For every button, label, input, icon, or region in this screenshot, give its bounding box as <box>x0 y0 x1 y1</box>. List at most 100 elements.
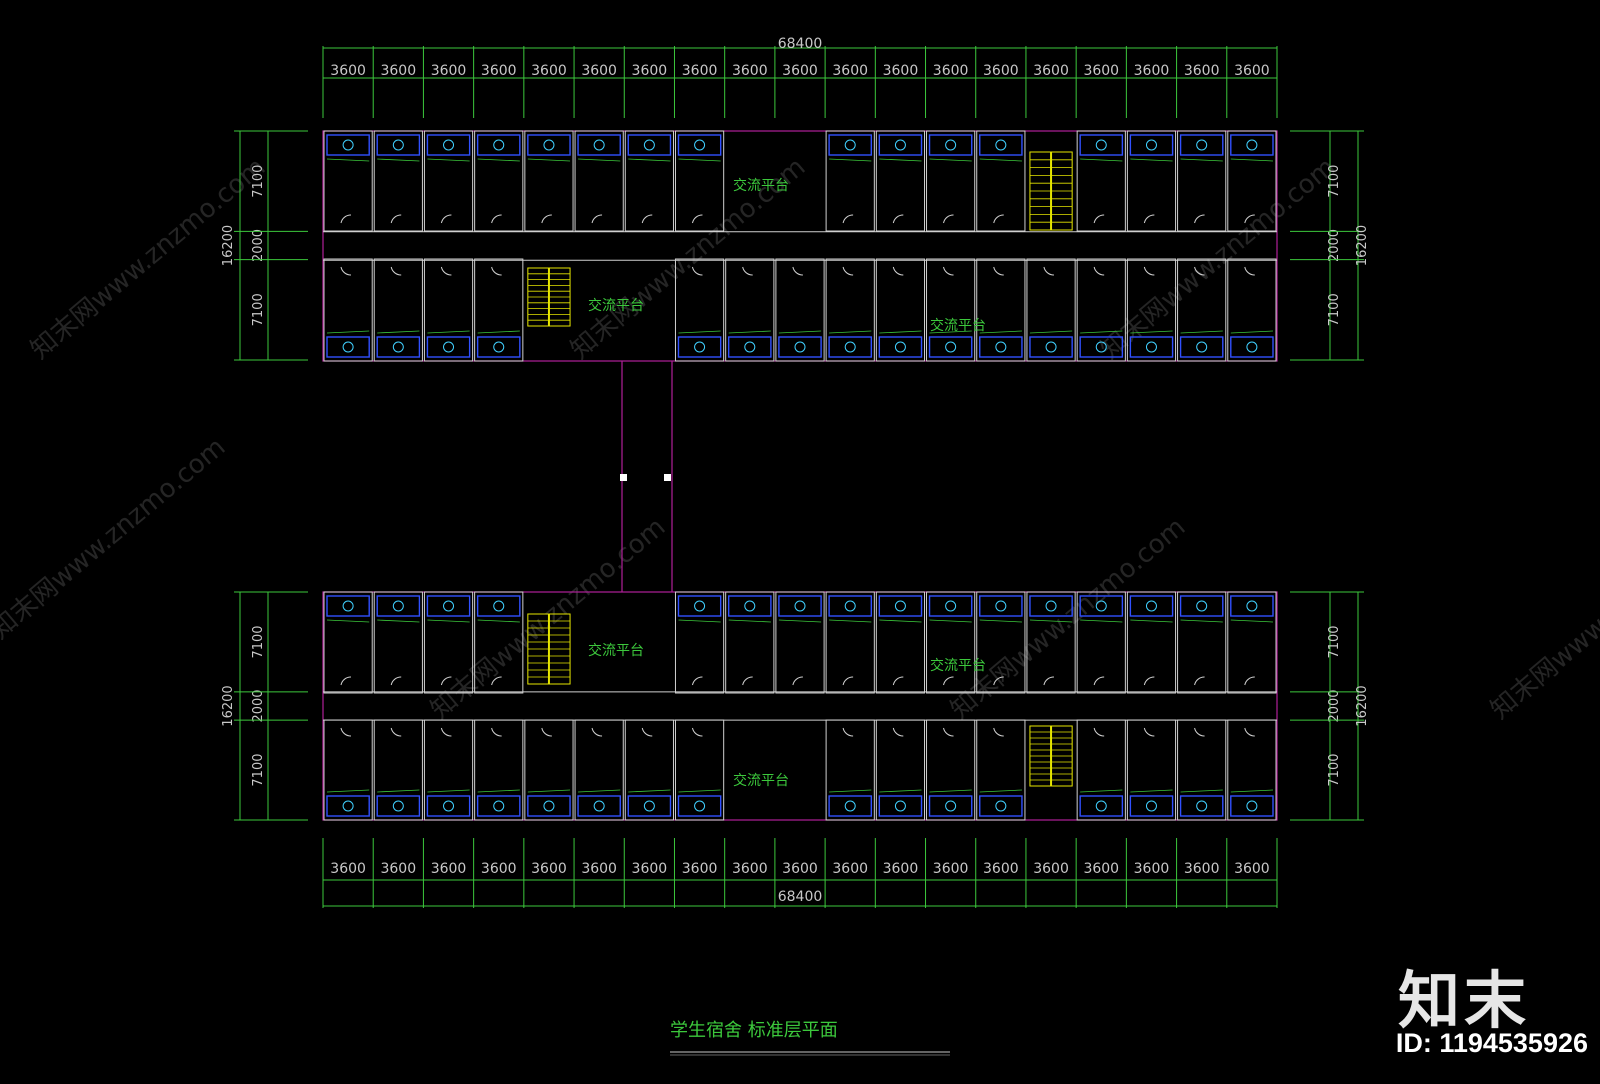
bathroom-fixture <box>928 795 973 817</box>
toilet-fixture <box>1145 600 1157 612</box>
bathroom-fixture <box>928 336 973 358</box>
dorm-room <box>976 719 1026 821</box>
toilet-fixture <box>844 800 856 812</box>
partition-line <box>527 158 571 162</box>
toilet-fixture <box>1246 341 1258 353</box>
watermark-text: 知末网www.znzmo.com <box>0 432 231 645</box>
toilet-fixture <box>1196 800 1208 812</box>
door-swing <box>340 214 352 224</box>
total-depth-label: 16200 <box>1355 685 1370 726</box>
toilet-fixture <box>1196 341 1208 353</box>
partition-line <box>1130 789 1173 793</box>
partition-line <box>427 619 470 623</box>
dorm-room <box>474 719 524 821</box>
partition-line <box>578 158 621 162</box>
toilet-fixture <box>1045 341 1057 353</box>
watermark-text: 知末网www.znzmo.com <box>1485 512 1600 725</box>
dorm-room <box>674 591 725 694</box>
exchange-platform-label: 交流平台 <box>930 317 986 334</box>
toilet-fixture <box>493 600 505 612</box>
dorm-room <box>825 719 875 821</box>
toilet-fixture <box>1246 800 1258 812</box>
bathroom-fixture <box>778 336 822 358</box>
depth-dimension-label: 7100 <box>1327 625 1342 658</box>
bathroom-fixture <box>1079 336 1124 358</box>
dorm-room <box>875 258 926 362</box>
toilet-fixture <box>1196 600 1208 612</box>
toilet-fixture <box>894 800 906 812</box>
dorm-room <box>323 130 373 232</box>
door-swing <box>1244 266 1255 276</box>
depth-dimension-label: 7100 <box>1327 293 1342 326</box>
door-swing <box>440 727 452 737</box>
dorm-room <box>825 258 875 362</box>
partition-line <box>879 619 922 623</box>
bathroom-fixture <box>928 134 973 156</box>
partition-line <box>728 330 771 334</box>
bathroom-fixture <box>677 134 722 156</box>
brand-logo: 知末 <box>1397 964 1530 1037</box>
door-swing <box>892 266 904 276</box>
door-swing <box>491 676 502 686</box>
bathroom-fixture <box>527 134 571 156</box>
toilet-fixture <box>945 600 957 612</box>
bathroom-fixture <box>1179 795 1224 817</box>
bay-dimension-label: 3600 <box>431 861 467 877</box>
partition-line <box>829 789 872 793</box>
toilet-fixture <box>1095 139 1107 151</box>
door-swing <box>1244 676 1255 686</box>
depth-dimension-label: 7100 <box>1327 165 1342 198</box>
door-swing <box>993 676 1004 686</box>
bay-dimension-label: 3600 <box>1234 861 1270 877</box>
partition-line <box>1130 619 1173 623</box>
door-swing <box>1194 214 1205 224</box>
partition-line <box>377 330 420 334</box>
door-swing <box>1093 727 1105 737</box>
bathroom-fixture <box>878 336 923 358</box>
door-swing <box>842 727 854 737</box>
toilet-fixture <box>844 341 856 353</box>
partition-line <box>1080 330 1123 334</box>
dorm-room <box>1076 719 1126 821</box>
bay-dimension-label: 3600 <box>481 63 517 79</box>
dorm-room <box>674 719 725 821</box>
bathroom-fixture <box>1079 795 1124 817</box>
bay-dimension-label: 3600 <box>481 861 517 877</box>
dorm-room <box>524 719 574 821</box>
dorm-room <box>423 591 474 694</box>
dorm-room <box>323 719 373 821</box>
door-swing <box>440 266 452 276</box>
toilet-fixture <box>543 139 555 151</box>
partition-line <box>477 619 520 623</box>
dorm-room <box>1177 130 1227 232</box>
toilet-fixture <box>694 800 706 812</box>
partition-line <box>477 789 520 793</box>
toilet-fixture <box>443 139 455 151</box>
bathroom-fixture <box>476 795 521 817</box>
bathroom-fixture <box>928 595 973 617</box>
partition-line <box>1029 330 1073 334</box>
total-depth-label: 16200 <box>1355 225 1370 266</box>
toilet-fixture <box>995 800 1007 812</box>
partition-line <box>979 619 1022 623</box>
partition-line <box>1230 789 1274 793</box>
exchange-platform-label: 交流平台 <box>588 642 644 659</box>
door-swing <box>591 214 603 224</box>
bay-dimension-label: 3600 <box>1184 63 1220 79</box>
bathroom-fixture <box>677 595 722 617</box>
dorm-room <box>574 719 624 821</box>
partition-line <box>628 789 671 793</box>
bathroom-fixture <box>376 336 421 358</box>
door-swing <box>541 727 552 737</box>
dorm-room <box>624 130 674 232</box>
toilet-fixture <box>342 341 354 353</box>
bay-dimension-label: 3600 <box>933 63 969 79</box>
bathroom-fixture <box>677 336 722 358</box>
bathroom-fixture <box>1029 595 1073 617</box>
bathroom-fixture <box>878 134 923 156</box>
toilet-fixture <box>493 341 505 353</box>
partition-line <box>628 158 671 162</box>
bay-dimension-label: 3600 <box>1184 861 1220 877</box>
partition-line <box>377 619 420 623</box>
partition-line <box>1180 158 1223 162</box>
